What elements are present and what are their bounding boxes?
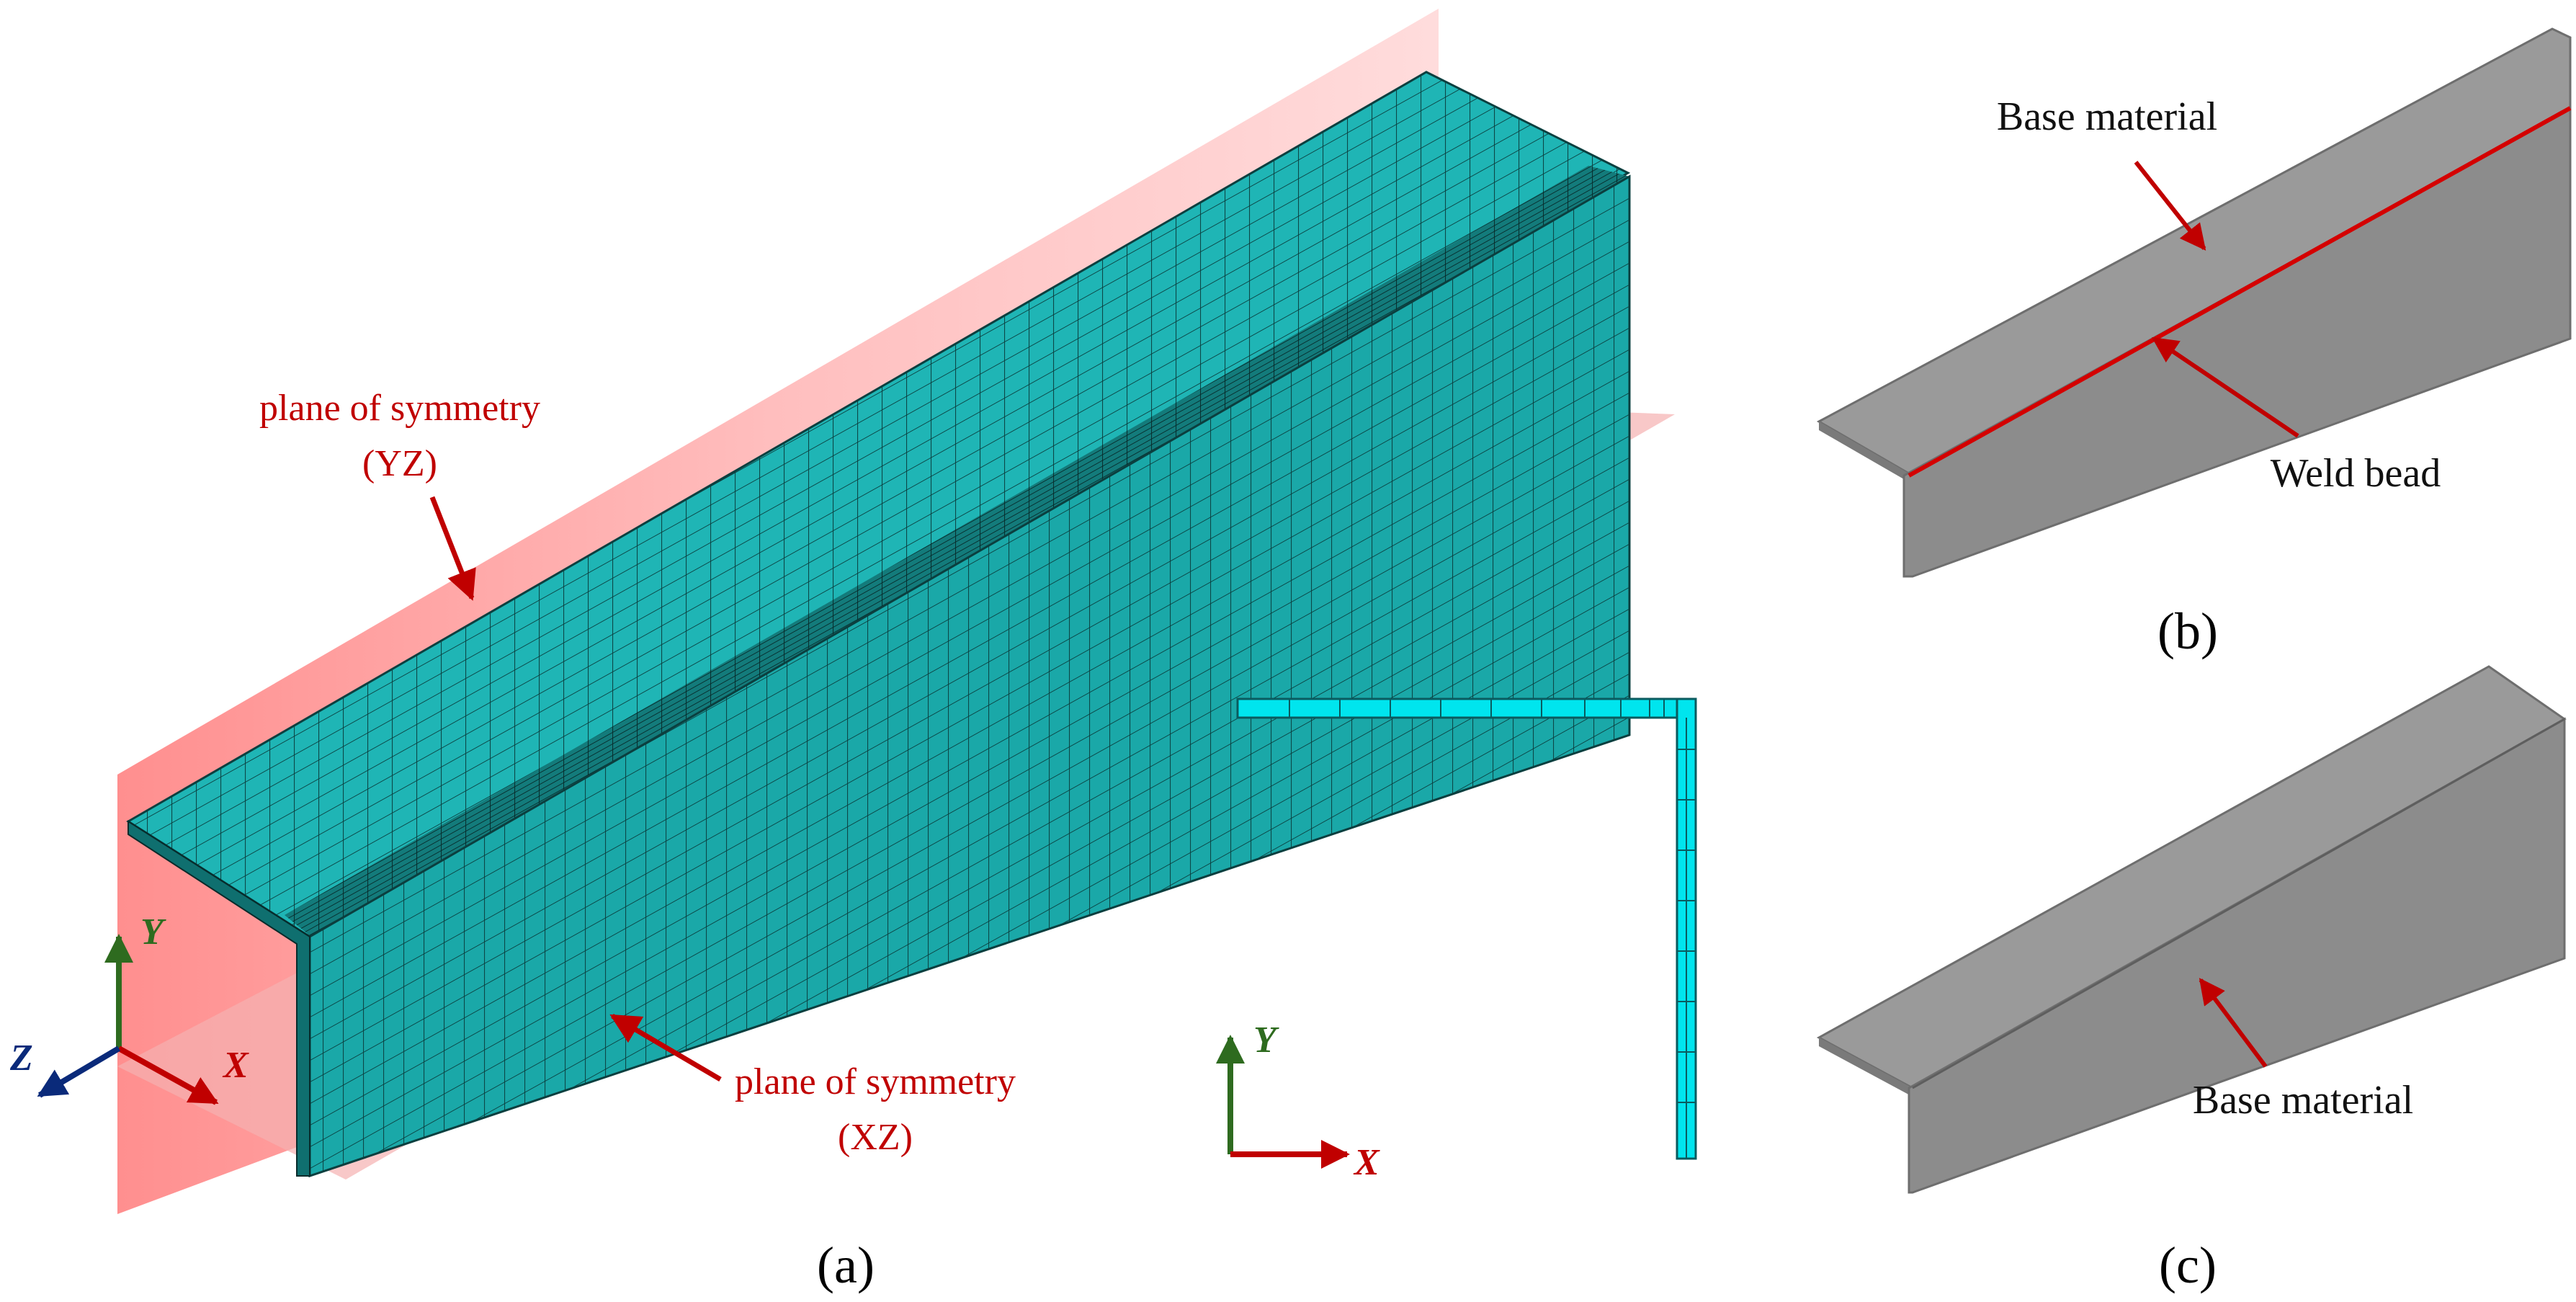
axis-label-y-2d: Y (1253, 1020, 1279, 1061)
arrow-symmetry-xz (609, 1013, 722, 1082)
cross-section-2d (1236, 697, 1697, 1160)
angle-top-edge-c (1819, 1038, 1913, 1097)
arrow-base-material-b (2134, 161, 2206, 251)
label-base-material-c: Base material (2193, 1078, 2413, 1123)
mesh-section-edge (128, 820, 310, 1177)
arrow-base-material-c (2199, 978, 2268, 1068)
label-symmetry-xz-line1: plane of symmetry (735, 1061, 1016, 1102)
arrow-weld-bead (2152, 336, 2299, 438)
caption-a: (a) (817, 1236, 875, 1294)
axes-3d: Y X Z (9, 911, 249, 1105)
angle-ridge-c (1912, 718, 2565, 1089)
panel-b: Base material Weld bead (b) (1816, 27, 2572, 660)
axis-z-3d (37, 1045, 121, 1098)
label-symmetry-yz-line2: (YZ) (362, 443, 437, 484)
axis-label-x-3d: X (222, 1045, 249, 1086)
section-horizontal-leg (1236, 697, 1696, 719)
axis-label-z-3d: Z (9, 1038, 33, 1079)
axis-label-x-2d: X (1353, 1142, 1380, 1183)
weld-bead-line (1908, 106, 2572, 478)
label-symmetry-yz-line1: plane of symmetry (259, 388, 540, 429)
caption-c: (c) (2159, 1236, 2217, 1294)
panel-a: plane of symmetry (YZ) plane of symmetry… (9, 9, 1697, 1294)
label-symmetry-xz-line2: (XZ) (838, 1117, 913, 1158)
caption-b: (b) (2157, 602, 2218, 660)
mesh-corner-band (285, 166, 1629, 937)
panel-c: Base material (c) (1816, 665, 2567, 1294)
axis-label-y-3d: Y (140, 911, 166, 953)
label-weld-bead: Weld bead (2271, 451, 2441, 496)
axis-x-3d (117, 1045, 219, 1105)
arrow-symmetry-yz (429, 496, 476, 601)
label-base-material-b: Base material (1997, 94, 2217, 139)
axes-2d: Y X (1216, 1020, 1380, 1183)
angle-top-edge-b (1819, 422, 1913, 484)
